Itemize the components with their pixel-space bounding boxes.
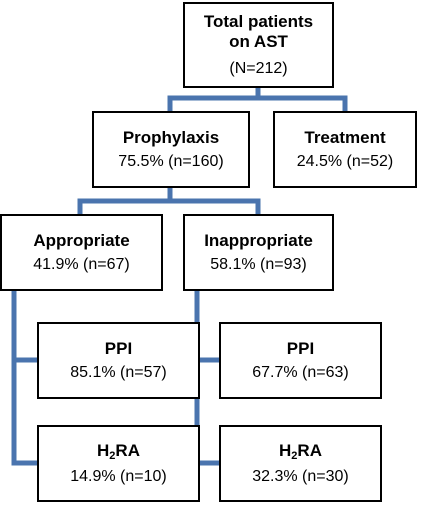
node-prophylaxis-title: Prophylaxis [122,127,220,147]
node-inappropriate-value: 58.1% (n=93) [210,256,307,274]
edge-inappropriate-to-h2ra [194,291,219,466]
node-appropriate-ppi-title: PPI [104,338,133,358]
node-inappropriate-h2ra-value: 32.3% (n=30) [252,468,349,485]
node-inappropriate-ppi-value: 67.7% (n=63) [252,364,349,382]
edge-appropriate-to-h2ra [11,291,37,466]
node-appropriate-title: Appropriate [33,230,130,250]
node-appropriate-h2ra-value: 14.9% (n=10) [70,468,167,485]
node-inappropriate-h2ra-title-suffix: RA [297,440,322,460]
node-appropriate-h2ra: H2RA 14.9% (n=10) [37,425,200,502]
node-inappropriate-h2ra-title-prefix: H [279,440,292,460]
node-total-patients: Total patients on AST (N=212) [183,2,334,88]
node-appropriate-h2ra-title-prefix: H [97,440,110,460]
node-prophylaxis-value: 75.5% (n=160) [118,153,224,171]
node-appropriate-h2ra-title-subscript: 2 [109,449,116,462]
node-inappropriate-title: Inappropriate [204,230,313,250]
node-appropriate-h2ra-title-suffix: RA [115,440,140,460]
node-total-title-line1: Total patients [203,12,314,32]
node-inappropriate: Inappropriate 58.1% (n=93) [183,214,334,291]
edge-inappropriate-to-ppi [194,291,219,363]
node-appropriate-ppi-value: 85.1% (n=57) [70,364,167,382]
node-inappropriate-ppi-title: PPI [286,338,315,358]
node-treatment: Treatment 24.5% (n=52) [273,111,417,188]
node-appropriate: Appropriate 41.9% (n=67) [0,214,163,291]
edge-total-to-prophylaxis [167,88,261,111]
edge-prophylaxis-to-inappropriate [167,188,261,214]
node-inappropriate-h2ra-title: H2RA [279,441,322,463]
edge-appropriate-to-ppi [11,291,37,363]
node-appropriate-value: 41.9% (n=67) [33,256,130,274]
node-inappropriate-h2ra-title-subscript: 2 [291,449,298,462]
node-appropriate-ppi: PPI 85.1% (n=57) [37,322,200,399]
node-inappropriate-ppi: PPI 67.7% (n=63) [219,322,382,399]
edge-total-to-treatment [255,88,348,111]
node-inappropriate-h2ra: H2RA 32.3% (n=30) [219,425,382,502]
node-total-title-line2: on AST [229,32,288,52]
node-treatment-value: 24.5% (n=52) [296,153,394,171]
node-treatment-title: Treatment [304,127,386,147]
node-total-value: (N=212) [229,59,288,77]
node-appropriate-h2ra-title: H2RA [97,441,140,463]
node-prophylaxis: Prophylaxis 75.5% (n=160) [92,111,250,188]
edge-prophylaxis-to-appropriate [77,188,173,214]
